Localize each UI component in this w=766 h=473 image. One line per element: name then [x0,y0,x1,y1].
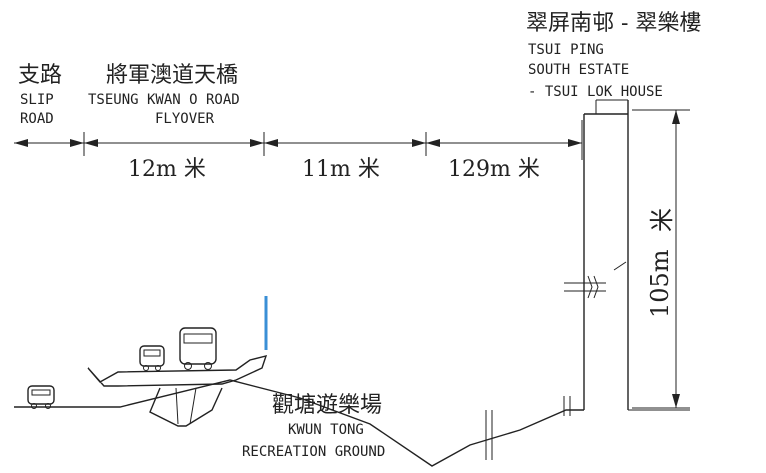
slip-road-label-en-2: ROAD [20,111,54,127]
building-outline [564,99,629,410]
ground-label-en-1: KWUN TONG [288,422,364,438]
dimension-105m-unit: 米 [648,208,676,232]
flyover-label-zh: 將軍澳道天橋 [106,63,238,88]
dimension-11m: 11m 米 [302,157,380,182]
dimension-129m: 129m 米 [448,157,540,182]
ground-label-zh: 觀塘遊樂場 [272,393,382,418]
ground-label-en-2: RECREATION GROUND [242,444,385,460]
estate-label-en-1: TSUI PING [528,42,604,58]
flyover-label-en-2: FLYOVER [155,111,215,127]
bus-icon [179,327,217,370]
slip-road-label-en-1: SLIP [20,92,54,108]
slip-road-label-zh: 支路 [18,63,62,88]
car-slip-road-icon [27,385,55,409]
estate-label-zh: 翠屏南邨 - 翠樂樓 [526,11,701,36]
estate-label-en-2: SOUTH ESTATE [528,62,629,78]
vertical-dimension-line [632,109,690,409]
horizontal-dimension-line [14,120,583,160]
flyover-label-en-1: TSEUNG KWAN O ROAD [88,92,240,108]
estate-label-en-3: - TSUI LOK HOUSE [528,84,663,100]
flyover-structure [87,355,268,427]
height-unit-group: 米 [648,208,676,232]
dimension-105m: 105m [646,249,674,318]
car-icon [139,345,165,371]
height-label-group: 105m [646,249,674,318]
dimension-12m: 12m 米 [128,157,206,182]
ground-profile [14,379,690,467]
